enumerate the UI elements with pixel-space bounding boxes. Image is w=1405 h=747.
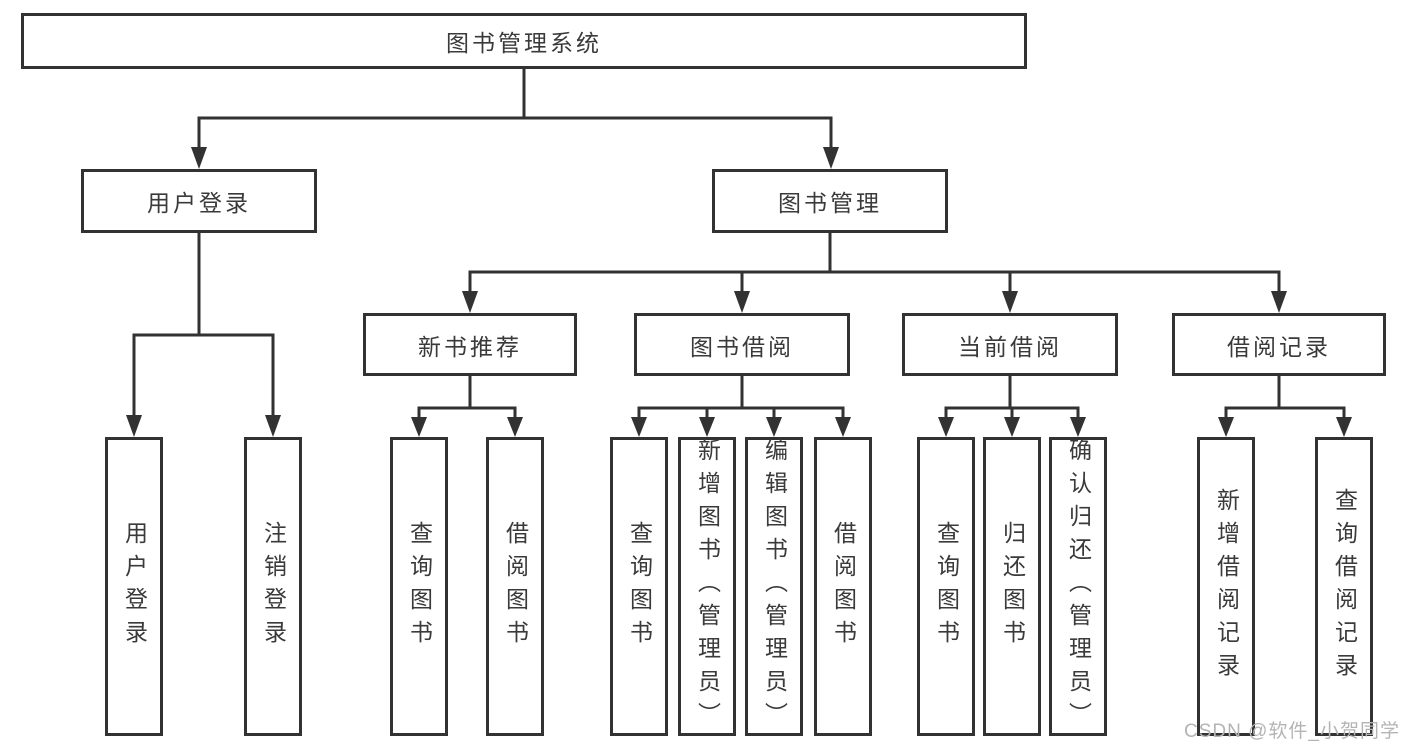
node-current-borrow: 当前借阅 bbox=[902, 313, 1118, 376]
leaf-label: 归还图书 bbox=[999, 520, 1026, 653]
leaf-label: 查询图书 bbox=[406, 520, 433, 653]
leaf-label: 编辑图书（管理员） bbox=[761, 438, 788, 735]
leaf-label: 查询图书 bbox=[626, 520, 653, 653]
leaf-label: 借阅图书 bbox=[830, 520, 857, 653]
leaf-return-book: 归还图书 bbox=[983, 437, 1041, 736]
leaf-query-borrow-record: 查询借阅记录 bbox=[1315, 437, 1373, 736]
leaf-confirm-return-admin: 确认归还（管理员） bbox=[1049, 437, 1107, 736]
leaf-label: 借阅图书 bbox=[502, 520, 529, 653]
leaf-label: 查询借阅记录 bbox=[1331, 487, 1358, 686]
node-root-system: 图书管理系统 bbox=[21, 13, 1027, 69]
leaf-borrow-book-recommend: 借阅图书 bbox=[486, 437, 544, 736]
leaf-borrow-book: 借阅图书 bbox=[814, 437, 872, 736]
csdn-watermark: CSDN @软件_小贺同学 bbox=[1184, 721, 1400, 742]
leaf-add-book-admin: 新增图书（管理员） bbox=[678, 437, 736, 736]
node-new-book-recommend: 新书推荐 bbox=[363, 313, 577, 376]
edge-user-login-to-leaves bbox=[126, 231, 281, 437]
leaf-edit-book-admin: 编辑图书（管理员） bbox=[745, 437, 803, 736]
leaf-label: 注销登录 bbox=[260, 520, 287, 653]
leaf-query-book-current: 查询图书 bbox=[917, 437, 975, 736]
leaf-label: 新增图书（管理员） bbox=[694, 438, 721, 735]
node-user-login: 用户登录 bbox=[81, 169, 317, 233]
leaf-query-book-recommend: 查询图书 bbox=[390, 437, 448, 736]
edge-book-mgmt-to-level3 bbox=[462, 231, 1287, 313]
leaf-label: 查询图书 bbox=[933, 520, 960, 653]
edge-current-borrow-to-leaves bbox=[938, 374, 1086, 437]
node-borrow-record: 借阅记录 bbox=[1172, 313, 1386, 376]
leaf-query-book-borrow: 查询图书 bbox=[610, 437, 668, 736]
edge-root-to-level2 bbox=[191, 67, 839, 169]
edge-borrow-record-to-leaves bbox=[1218, 374, 1352, 437]
leaf-label: 确认归还（管理员） bbox=[1065, 438, 1092, 735]
leaf-add-borrow-record: 新增借阅记录 bbox=[1197, 437, 1255, 736]
edge-new-book-to-leaves bbox=[411, 374, 523, 437]
leaf-logout: 注销登录 bbox=[244, 437, 302, 736]
node-book-borrow: 图书借阅 bbox=[634, 313, 850, 376]
leaf-label: 用户登录 bbox=[121, 520, 148, 653]
node-book-management: 图书管理 bbox=[712, 169, 948, 233]
leaf-user-login: 用户登录 bbox=[105, 437, 163, 736]
edge-book-borrow-to-leaves bbox=[631, 374, 851, 437]
leaf-label: 新增借阅记录 bbox=[1213, 487, 1240, 686]
